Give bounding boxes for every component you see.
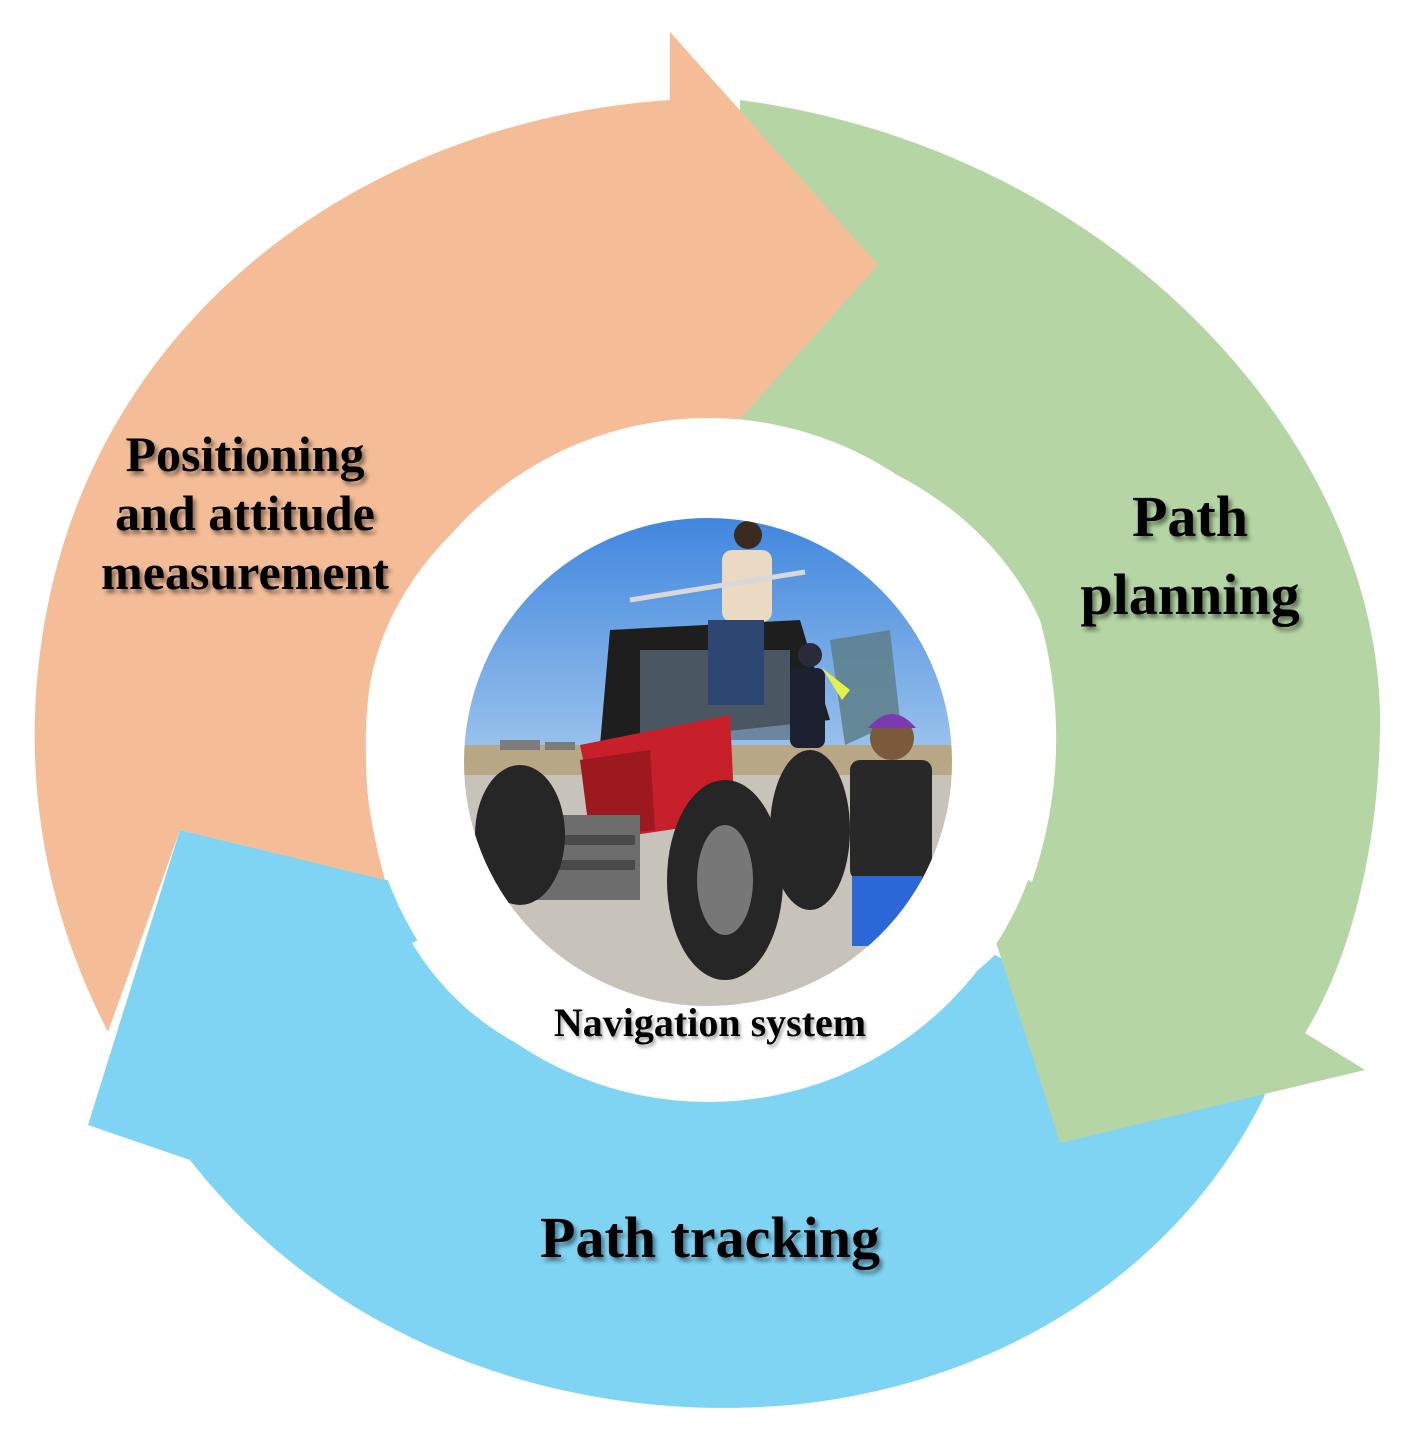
path-tracking-label-line-1: Path tracking	[540, 1205, 880, 1270]
path-planning-label-line-1: Path	[1132, 484, 1248, 549]
positioning-label-line-3: measurement	[101, 544, 389, 600]
positioning-label-line-1: Positioning	[125, 426, 365, 482]
path-tracking-label: Path tracking	[460, 1205, 960, 1272]
positioning-label: Positioning and attitude measurement	[40, 425, 450, 602]
path-planning-arrow	[735, 100, 1381, 1143]
path-planning-label-line-2: planning	[1080, 562, 1300, 627]
path-planning-label: Path planning	[1030, 478, 1350, 634]
path-tracking-arrow	[88, 830, 1265, 1408]
navigation-system-label: Navigation system	[553, 1000, 867, 1045]
positioning-arrow	[34, 32, 879, 1032]
positioning-label-line-2: and attitude	[115, 485, 375, 541]
